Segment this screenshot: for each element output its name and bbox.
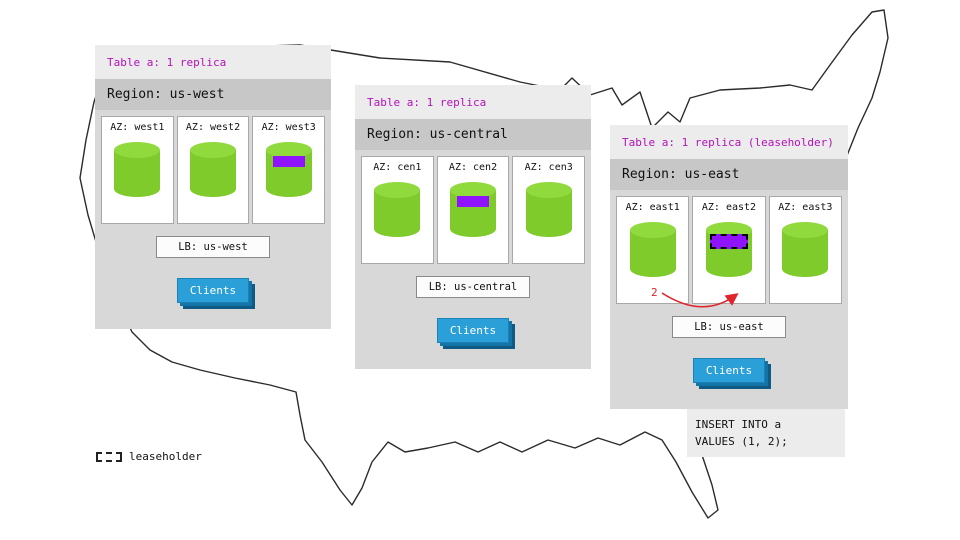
legend-leaseholder: leaseholder	[96, 450, 202, 463]
region-body-east: Region: us-east AZ: east1 AZ: east2	[610, 159, 848, 409]
region-panel-us-west: Table a: 1 replica Region: us-west AZ: w…	[95, 45, 331, 329]
region-panel-us-east: Table a: 1 replica (leaseholder) Region:…	[610, 125, 848, 409]
az-label: AZ: east2	[701, 202, 757, 213]
region-title-west: Region: us-west	[95, 79, 331, 110]
az-card-west3: AZ: west3	[252, 116, 326, 224]
az-card-cen1: AZ: cen1	[361, 156, 434, 264]
az-row-central: AZ: cen1 AZ: cen2	[355, 150, 591, 264]
az-row-east: AZ: east1 AZ: east2	[610, 190, 848, 304]
replica-range-icon	[272, 156, 305, 167]
az-card-east2: AZ: east2	[692, 196, 766, 304]
database-cylinder-icon	[525, 181, 573, 239]
database-cylinder-icon	[189, 141, 237, 199]
az-label: AZ: cen2	[448, 162, 498, 173]
az-card-east1: AZ: east1	[616, 196, 690, 304]
database-cylinder-icon	[449, 181, 497, 239]
database-cylinder-icon	[781, 221, 829, 279]
database-cylinder-icon	[373, 181, 421, 239]
load-balancer-box-central: LB: us-central	[416, 276, 530, 298]
region-title-east: Region: us-east	[610, 159, 848, 190]
az-label: AZ: cen1	[373, 162, 422, 173]
az-label: AZ: west1	[110, 122, 165, 133]
region-title-central: Region: us-central	[355, 119, 591, 150]
az-label: AZ: cen3	[524, 162, 573, 173]
az-label: AZ: west3	[261, 122, 316, 133]
replica-range-icon	[457, 196, 489, 207]
az-card-west2: AZ: west2	[176, 116, 250, 224]
database-cylinder-icon	[265, 141, 313, 199]
region-body-west: Region: us-west AZ: west1 AZ: west2	[95, 79, 331, 329]
dashed-box-icon	[96, 451, 122, 462]
clients-node-central: Clients	[437, 318, 509, 343]
database-cylinder-icon	[705, 221, 753, 279]
sql-insert-note: INSERT INTO a VALUES (1, 2);	[687, 409, 845, 458]
region-body-central: Region: us-central AZ: cen1 AZ: cen2	[355, 119, 591, 369]
az-label: AZ: east3	[778, 202, 833, 213]
region-panel-us-central: Table a: 1 replica Region: us-central AZ…	[355, 85, 591, 369]
az-label: AZ: east1	[625, 202, 680, 213]
sql-line: INSERT INTO a	[695, 418, 782, 431]
legend-label: leaseholder	[129, 450, 202, 463]
clients-node-west: Clients	[177, 278, 249, 303]
az-card-cen3: AZ: cen3	[512, 156, 586, 264]
load-balancer-box-west: LB: us-west	[156, 236, 270, 258]
load-balancer-box-east: LB: us-east	[672, 316, 786, 338]
database-cylinder-icon	[113, 141, 161, 199]
clients-node-east: Clients	[693, 358, 765, 383]
sql-line: VALUES (1, 2);	[695, 435, 788, 449]
az-card-east3: AZ: east3	[768, 196, 842, 304]
database-cylinder-icon	[629, 221, 677, 279]
az-card-west1: AZ: west1	[101, 116, 174, 224]
table-replica-label-central: Table a: 1 replica	[355, 85, 591, 119]
leaseholder-range-icon	[709, 234, 748, 249]
az-card-cen2: AZ: cen2	[436, 156, 510, 264]
az-row-west: AZ: west1 AZ: west2 AZ:	[95, 110, 331, 224]
az-label: AZ: west2	[185, 122, 241, 133]
table-replica-label-east: Table a: 1 replica (leaseholder)	[610, 125, 848, 159]
write-step-label: 2	[651, 286, 658, 299]
table-replica-label-west: Table a: 1 replica	[95, 45, 331, 79]
